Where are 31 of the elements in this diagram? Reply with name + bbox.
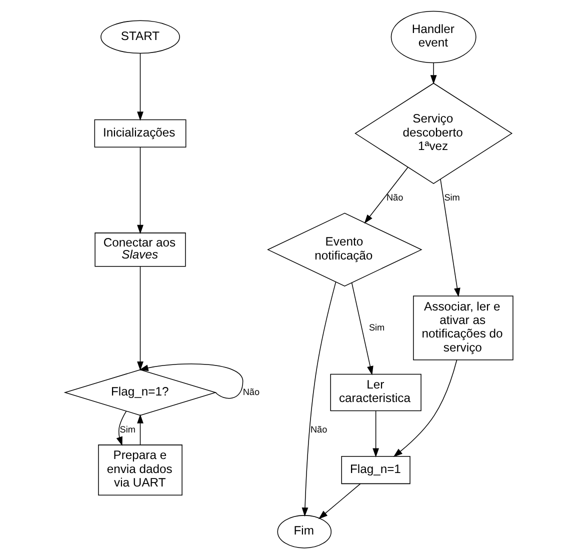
arrow (301, 282, 336, 517)
arrow (136, 52, 143, 121)
arrow (136, 414, 143, 446)
edge-label: Não (242, 386, 260, 397)
node-ellipse: Handler event (390, 10, 476, 64)
arrow (430, 62, 436, 84)
node-box: Associar, ler e ativar as notificações do serviço (412, 296, 513, 360)
node-box: Conectar aos Slaves (94, 232, 186, 267)
node-box: Prepara e envia dados via UART (98, 444, 182, 496)
edge-label: Sim (444, 192, 460, 203)
edge-label: Sim (119, 424, 135, 434)
arrow (318, 483, 360, 520)
node-box: Inicializações (94, 119, 186, 148)
arrow (350, 282, 373, 376)
edge-label: Não (310, 424, 327, 434)
arrow (364, 166, 408, 224)
node-ellipse: Fim (276, 515, 332, 548)
arrow (440, 178, 460, 298)
arrow (136, 266, 143, 371)
arrow (136, 146, 143, 234)
edge-label: Não (386, 192, 403, 203)
arrow (138, 364, 243, 399)
node-ellipse: START (100, 20, 180, 54)
arrow (392, 360, 457, 457)
node-box: Flag_n=1 (340, 456, 410, 484)
node-box: Ler caracteristica (330, 374, 421, 412)
edge-label: Sim (368, 322, 384, 332)
arrow (372, 410, 378, 458)
node-diamond: Flag_n=1? (63, 369, 216, 416)
arrow (116, 410, 126, 446)
node-diamond: Serviço descoberto 1ªvez (354, 82, 512, 184)
